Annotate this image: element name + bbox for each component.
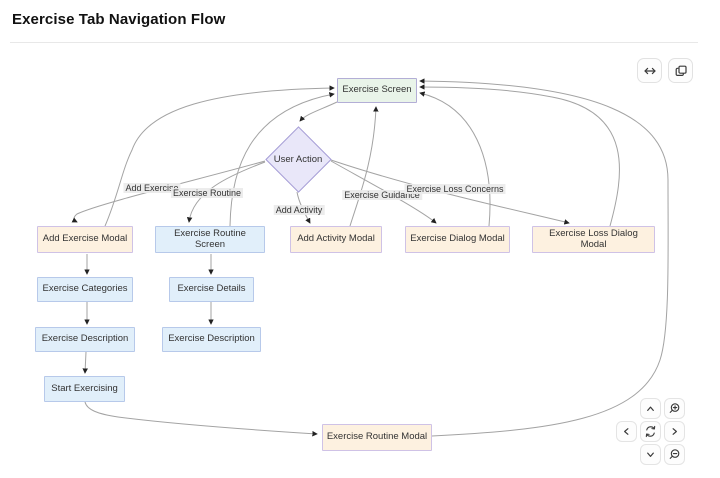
pan-up-button[interactable] xyxy=(640,398,661,419)
edge-start-exercising-to-exercise-routine-modal xyxy=(84,401,318,437)
node-user-action-label: User Action xyxy=(273,153,323,165)
node-exercise-description-1: Exercise Description xyxy=(35,327,135,352)
fit-width-button[interactable] xyxy=(637,58,662,83)
edge-label-exercise-routine: Exercise Routine xyxy=(170,188,244,198)
edge-exercise-loss-dialog-modal-to-exercise-screen xyxy=(419,84,620,227)
edge-exercise-dialog-modal-to-exercise-screen xyxy=(419,91,491,227)
node-add-activity-modal: Add Activity Modal xyxy=(290,226,382,253)
pan-down-button[interactable] xyxy=(640,444,661,465)
node-exercise-routine-modal-label: Exercise Routine Modal xyxy=(326,431,428,443)
edge-add-activity-modal-to-exercise-screen xyxy=(349,106,379,227)
node-exercise-details-label: Exercise Details xyxy=(177,283,246,295)
copy-button[interactable] xyxy=(668,58,693,83)
edge-exercise-description-to-start-exercising xyxy=(82,351,88,374)
flow-edges-layer xyxy=(71,78,669,437)
node-exercise-categories-label: Exercise Categories xyxy=(42,283,128,295)
page-title: Exercise Tab Navigation Flow xyxy=(12,11,226,28)
node-exercise-screen-label: Exercise Screen xyxy=(342,84,412,96)
title-divider xyxy=(10,42,698,43)
edge-label-add-exercise: Add Exercise xyxy=(123,183,181,193)
edge-label-exercise-loss-concerns: Exercise Loss Concerns xyxy=(404,184,506,194)
node-exercise-details: Exercise Details xyxy=(169,277,254,302)
node-exercise-loss-dialog-modal-label: Exercise Loss Dialog Modal xyxy=(549,228,638,250)
chevron-left-icon xyxy=(624,428,629,435)
chevron-down-icon xyxy=(647,452,654,457)
node-user-action: User Action xyxy=(265,126,332,193)
node-exercise-description-2: Exercise Description xyxy=(162,327,261,352)
node-exercise-routine-modal: Exercise Routine Modal xyxy=(322,424,432,451)
magnifier-minus-icon xyxy=(669,449,680,459)
copy-icon xyxy=(675,65,687,76)
node-exercise-description-1-label: Exercise Description xyxy=(41,333,129,345)
zoom-out-button[interactable] xyxy=(664,444,685,465)
node-add-activity-modal-label: Add Activity Modal xyxy=(297,233,375,245)
node-exercise-categories: Exercise Categories xyxy=(37,277,133,302)
node-start-exercising-label: Start Exercising xyxy=(51,382,118,394)
node-add-exercise-modal: Add Exercise Modal xyxy=(37,226,133,253)
node-exercise-screen: Exercise Screen xyxy=(337,78,417,103)
refresh-arrows-icon xyxy=(645,425,656,438)
edge-label-add-activity: Add Activity xyxy=(273,205,325,215)
diagram-canvas[interactable]: Exercise Screen User Action Add Exercise… xyxy=(0,43,720,478)
magnifier-plus-icon xyxy=(669,403,680,413)
chevron-up-icon xyxy=(647,406,654,411)
node-add-exercise-modal-label: Add Exercise Modal xyxy=(42,233,128,245)
node-start-exercising: Start Exercising xyxy=(44,376,125,402)
pan-right-button[interactable] xyxy=(664,421,685,442)
reset-view-button[interactable] xyxy=(640,421,661,442)
node-exercise-dialog-modal: Exercise Dialog Modal xyxy=(405,226,510,253)
edge-screen-to-user-action xyxy=(299,101,338,122)
pan-left-button[interactable] xyxy=(616,421,637,442)
node-exercise-loss-dialog-modal: Exercise Loss Dialog Modal xyxy=(532,226,655,253)
node-exercise-routine-screen: Exercise Routine Screen xyxy=(155,226,265,253)
zoom-in-button[interactable] xyxy=(664,398,685,419)
edge-exercise-routine-modal-to-exercise-screen xyxy=(419,78,669,437)
chevron-right-icon xyxy=(672,428,677,435)
node-exercise-routine-screen-label: Exercise Routine Screen xyxy=(174,228,246,250)
node-exercise-description-2-label: Exercise Description xyxy=(168,333,255,345)
arrows-left-right-icon xyxy=(643,67,656,74)
edge-label-exercise-guidance: Exercise Guidance xyxy=(342,190,422,200)
node-exercise-dialog-modal-label: Exercise Dialog Modal xyxy=(410,233,505,245)
